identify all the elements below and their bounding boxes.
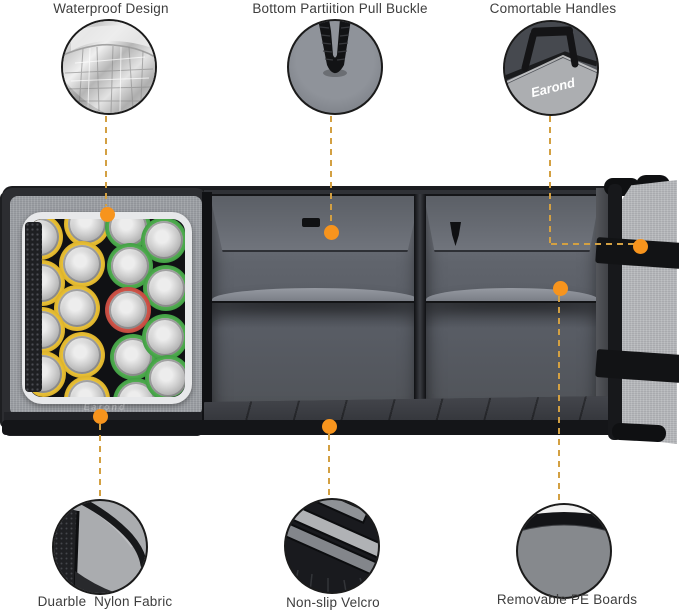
soda-can: [105, 287, 151, 333]
strap-clip: [302, 218, 320, 227]
connector-line-handles-h: [551, 243, 634, 245]
mesh-pocket: [25, 222, 42, 392]
carry-strap-lower: [595, 349, 679, 383]
handles-illustration: Earond: [505, 22, 597, 114]
soda-can: [142, 314, 185, 360]
connector-line-waterproof: [105, 116, 107, 206]
pull-buckle-tab: [450, 222, 461, 246]
soda-can: [64, 376, 110, 397]
connector-dot-waterproof: [100, 207, 115, 222]
divider-wall-left: [202, 192, 212, 424]
connector-line-nylon: [99, 424, 101, 498]
end-panel-seam: [608, 184, 622, 440]
callout-circle-boards: [516, 503, 612, 599]
end-panel: [616, 180, 677, 444]
connector-dot-boards: [553, 281, 568, 296]
connector-line-boards: [558, 296, 560, 502]
cooler-brand-print: Earond: [83, 402, 127, 412]
soda-can: [59, 241, 105, 287]
shelf-shadow: [426, 301, 598, 329]
connector-dot-handles: [633, 239, 648, 254]
connector-line-buckle: [330, 116, 332, 224]
connector-line-handles-v: [549, 116, 551, 243]
callout-circle-waterproof: [61, 19, 157, 115]
pe-board-illustration: [519, 505, 609, 532]
soda-can: [59, 332, 105, 378]
compartment-right: [422, 194, 602, 422]
connector-dot-nylon: [93, 409, 108, 424]
divider-wall-middle: [414, 194, 426, 420]
soda-can: [107, 243, 153, 289]
callout-label-velcro: Non-slip Velcro: [286, 595, 380, 610]
nylon-fabric-illustration: [54, 501, 146, 593]
callout-circle-velcro: [284, 498, 380, 594]
callout-circle-handles: Earond: [503, 20, 599, 116]
callout-label-buckle: Bottom Partiition Pull Buckle: [252, 1, 428, 16]
shelf-shadow: [212, 301, 418, 329]
connector-line-velcro: [328, 434, 330, 496]
callout-label-nylon: Duarble Nylon Fabric: [37, 594, 173, 609]
waterproof-foil-illustration: [63, 21, 155, 113]
soda-cans: [29, 219, 185, 397]
callout-label-waterproof: Waterproof Design: [53, 1, 169, 16]
soda-can: [141, 219, 185, 263]
organizer-bottom-edge: [2, 420, 622, 435]
callout-circle-buckle: [287, 19, 383, 115]
partition-shelf-left: [212, 288, 418, 301]
compartment-left: [208, 194, 422, 422]
connector-dot-velcro: [322, 419, 337, 434]
carry-handle-bottom: [611, 422, 667, 443]
callout-label-handles: Comortable Handles: [489, 1, 617, 16]
pull-buckle-illustration: [318, 21, 351, 77]
callout-circle-nylon: [52, 499, 148, 595]
soda-can: [145, 355, 185, 397]
callout-label-boards: Removable PE Boards: [496, 592, 638, 607]
connector-dot-buckle: [324, 225, 339, 240]
velcro-illustration: [286, 500, 378, 592]
partition-shelf-right: [426, 288, 598, 301]
